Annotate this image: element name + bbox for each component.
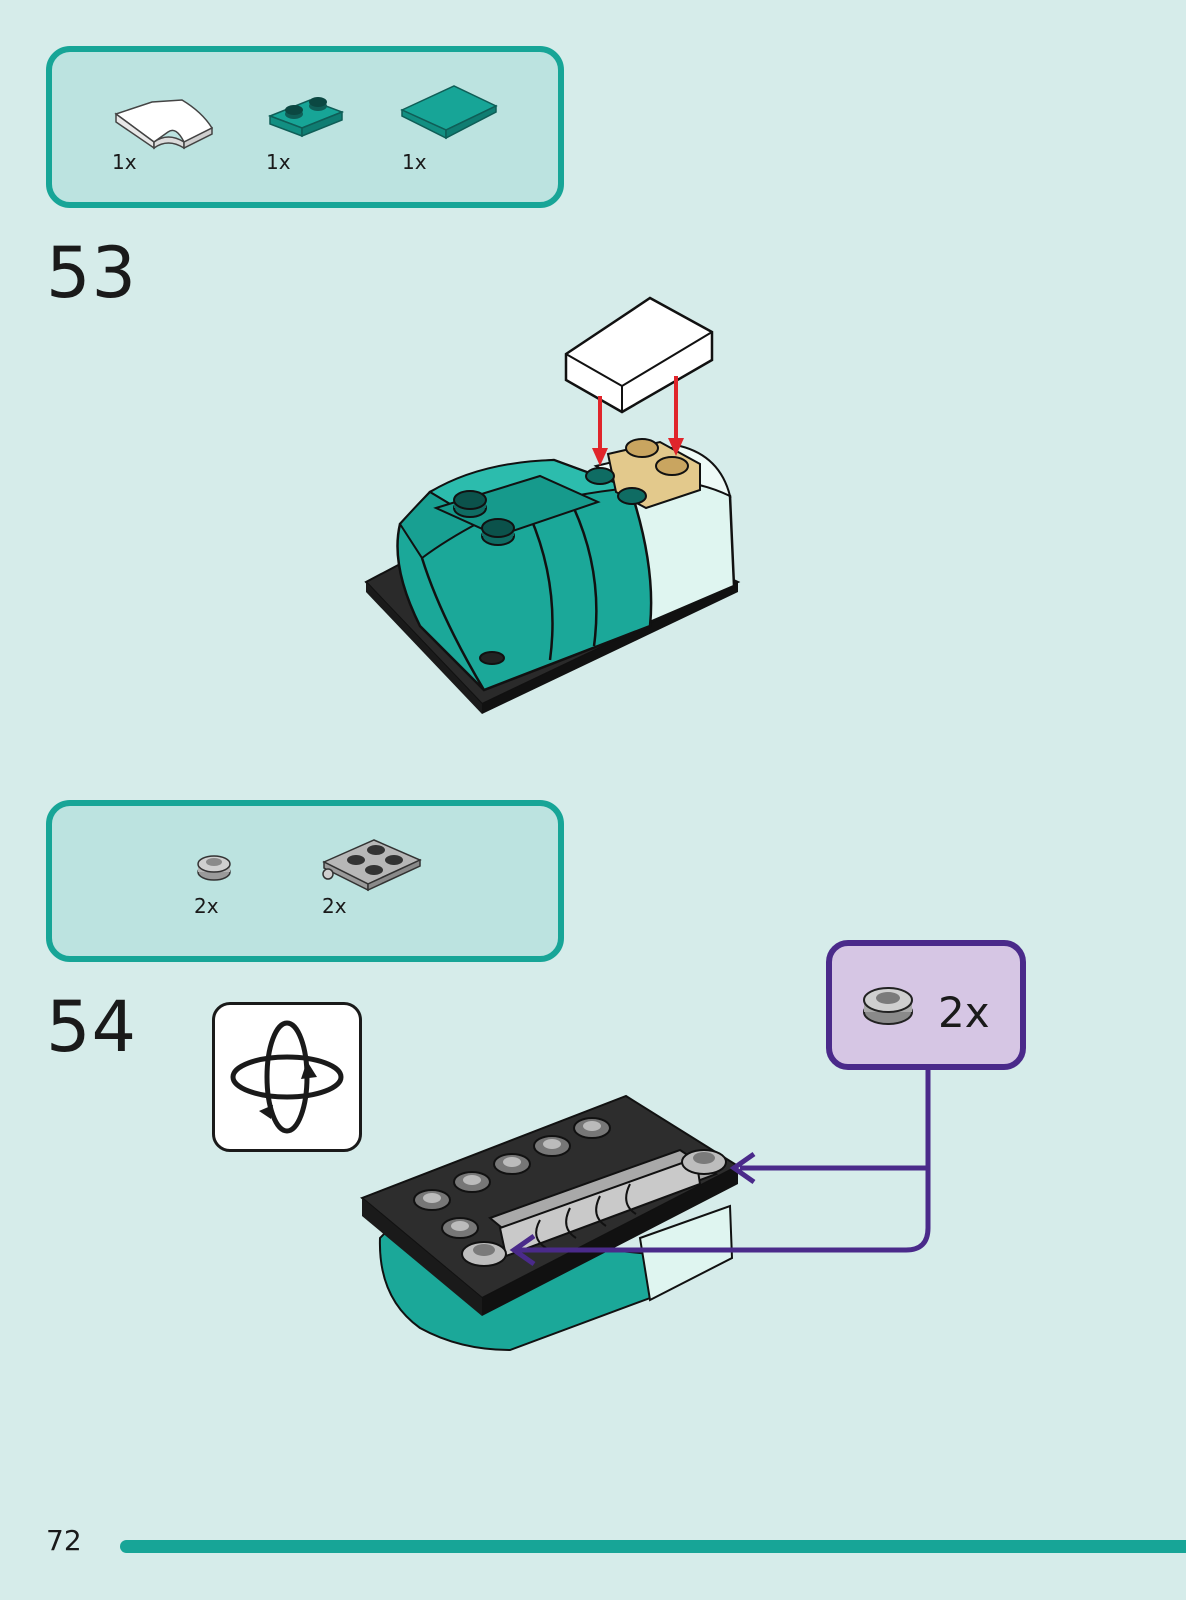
callout-qty: 2x	[938, 988, 990, 1037]
part-qty: 1x	[112, 150, 137, 174]
step-number-54: 54	[46, 992, 137, 1062]
parts-list-step-53: 1x 1x 1x	[46, 46, 564, 208]
sub-assembly-callout: 2x	[826, 940, 1026, 1070]
step-number-53: 53	[46, 238, 137, 308]
step-54-assembly-illustration	[360, 1088, 940, 1358]
rotate-model-icon	[225, 1015, 349, 1139]
white-curved-slope-icon	[112, 96, 222, 156]
gray-round-plate-icon	[860, 982, 916, 1028]
part-qty: 1x	[402, 150, 427, 174]
rotate-model-box	[212, 1002, 362, 1152]
teal-tile-2x2-icon	[400, 82, 500, 152]
gray-round-plate-icon	[194, 850, 234, 884]
part-qty: 2x	[322, 894, 347, 918]
page-number: 72	[46, 1524, 82, 1557]
teal-plate-1x2-icon	[266, 94, 346, 144]
part-qty: 2x	[194, 894, 219, 918]
gray-hinge-plate-icon	[316, 834, 426, 894]
parts-list-step-54: 2x 2x	[46, 800, 564, 962]
step-53-assembly-illustration	[360, 296, 760, 716]
footer-bar	[120, 1540, 1186, 1553]
part-qty: 1x	[266, 150, 291, 174]
